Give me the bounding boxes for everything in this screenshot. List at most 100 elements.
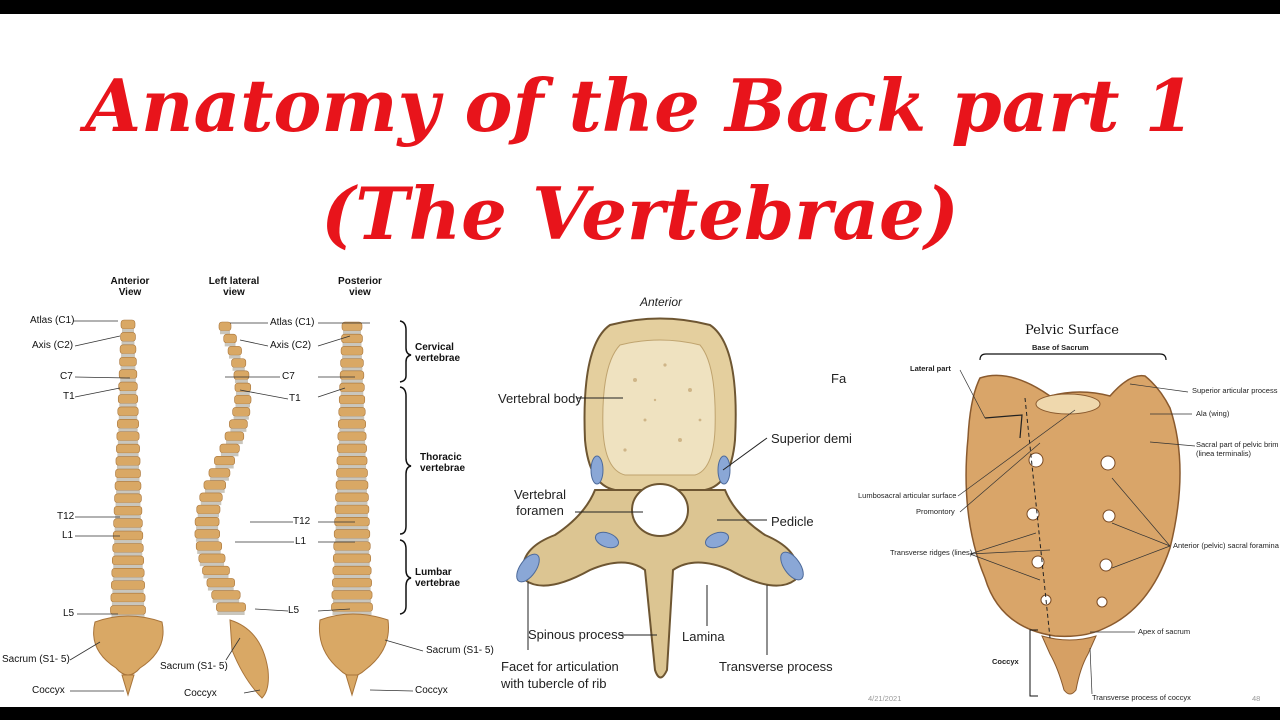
posterior-coccyx	[345, 674, 359, 697]
disc-segment	[112, 577, 144, 581]
label-coccyx-left: Coccyx	[32, 685, 65, 696]
disc-segment	[116, 465, 140, 469]
slide-subtitle: (The Vertebrae)	[321, 171, 959, 256]
spine-leader-lines	[69, 320, 424, 694]
disc-segment	[224, 342, 236, 347]
disc-segment	[209, 477, 229, 481]
vertebra-segment	[336, 455, 368, 466]
vertebra-segment	[332, 553, 372, 564]
disc-segment	[333, 574, 371, 579]
vertebra-segment	[119, 344, 137, 355]
disc-segment	[215, 465, 234, 469]
vertebra-segment	[232, 407, 251, 417]
disc-segment	[338, 440, 366, 445]
disc-segment	[200, 501, 222, 506]
label-transverse-ridges: Transverse ridges (lines)	[890, 548, 973, 557]
vertebra-segment	[223, 333, 237, 344]
vertebra-segment	[111, 580, 145, 590]
vertebra-segment	[115, 468, 141, 479]
label-t12-mid: T12	[293, 516, 311, 527]
disc-segment	[335, 538, 369, 542]
vertebra-segment	[202, 565, 230, 576]
vertebra-header: Anterior	[640, 295, 683, 309]
disc-segment	[229, 355, 241, 359]
vertebra-segment	[117, 406, 139, 417]
top-black-bar	[0, 0, 1280, 14]
label-sacrum-right: Sacrum (S1- 5)	[426, 645, 494, 656]
disc-segment	[339, 416, 365, 420]
spine-panel: Anterior View Left lateral view Posterio…	[0, 270, 495, 707]
disc-segment	[235, 404, 251, 408]
label-cut-text: Fa	[831, 371, 847, 386]
label-l5-mid: L5	[288, 605, 300, 616]
disc-segment	[116, 490, 140, 494]
label-pedicle: Pedicle	[771, 514, 814, 529]
vertebra-segment	[115, 456, 141, 466]
region-cervical: Cervical vertebrae	[415, 342, 461, 364]
vertebra-segment	[116, 443, 140, 454]
vertebra-segment	[120, 332, 136, 342]
vertebra-segment	[231, 358, 247, 368]
vertebra-segment	[216, 602, 246, 612]
vertebra-segment	[194, 517, 220, 527]
vertebra-segment	[208, 468, 231, 478]
disc-segment	[342, 355, 362, 359]
label-sacrum-left: Sacrum (S1- 5)	[2, 654, 70, 665]
disc-segment	[199, 562, 225, 567]
label-coccyx-right: Coccyx	[415, 685, 448, 696]
disc-segment	[113, 564, 143, 569]
vertebra-segment	[334, 504, 370, 515]
vertebra-segment	[224, 431, 245, 441]
disc-segment	[336, 513, 368, 518]
vertebra-segment	[337, 431, 367, 441]
vertebra-segment	[219, 443, 240, 454]
disc-segment	[120, 366, 136, 370]
label-ala: Ala (wing)	[1196, 409, 1230, 418]
view-label-posterior: Posterior view	[338, 276, 382, 298]
disc-segment	[339, 428, 365, 432]
vertebra-segment	[117, 419, 139, 429]
vertebra-segment	[206, 578, 235, 588]
label-axis-left: Axis (C2)	[32, 340, 74, 351]
label-t12-left: T12	[57, 511, 75, 522]
disc-segment	[230, 428, 247, 432]
label-spinous-process: Spinous process	[528, 627, 625, 642]
vertebra-segment	[335, 480, 369, 490]
label-l1-left: L1	[62, 530, 74, 541]
disc-segment	[332, 599, 372, 603]
posterior-spine	[318, 321, 390, 697]
vertebra-segment	[111, 555, 145, 566]
sacrum-title: Pelvic Surface	[1025, 323, 1119, 338]
label-axis-mid: Axis (C2)	[270, 340, 312, 351]
vertebra-segment	[110, 592, 146, 603]
label-l5-left: L5	[63, 608, 75, 619]
disc-segment	[342, 342, 362, 347]
vertebra-segment	[214, 455, 235, 466]
vertebra-segment	[111, 568, 145, 578]
disc-segment	[340, 404, 364, 408]
vertebra-segment	[118, 369, 138, 379]
vertebra-segment	[218, 321, 232, 332]
disc-segment	[117, 440, 139, 445]
disc-segment	[232, 367, 245, 371]
sacrum-illustration	[957, 353, 1196, 697]
vertebra-segment	[110, 605, 146, 615]
anterior-sacrum	[93, 615, 164, 676]
label-vertebral-body: Vertebral body	[498, 391, 582, 406]
disc-segment	[113, 552, 143, 556]
label-promontory: Promontory	[916, 507, 955, 516]
disc-segment	[195, 538, 219, 542]
vertebra-segment	[338, 419, 366, 429]
disc-segment	[119, 391, 137, 395]
anterior-coccyx	[121, 674, 135, 697]
label-sacral-part: Sacral part of pelvic brim (linea termin…	[1196, 440, 1279, 458]
label-c7-mid: C7	[282, 371, 295, 382]
disc-segment	[115, 515, 141, 519]
disc-segment	[333, 587, 371, 591]
vertebra-segment	[114, 493, 142, 504]
vertebra-segment	[113, 505, 143, 516]
label-atlas-mid: Atlas (C1)	[270, 317, 315, 328]
label-lamina: Lamina	[682, 629, 725, 644]
label-base-of-sacrum: Base of Sacrum	[1032, 343, 1089, 352]
disc-segment	[111, 602, 145, 606]
